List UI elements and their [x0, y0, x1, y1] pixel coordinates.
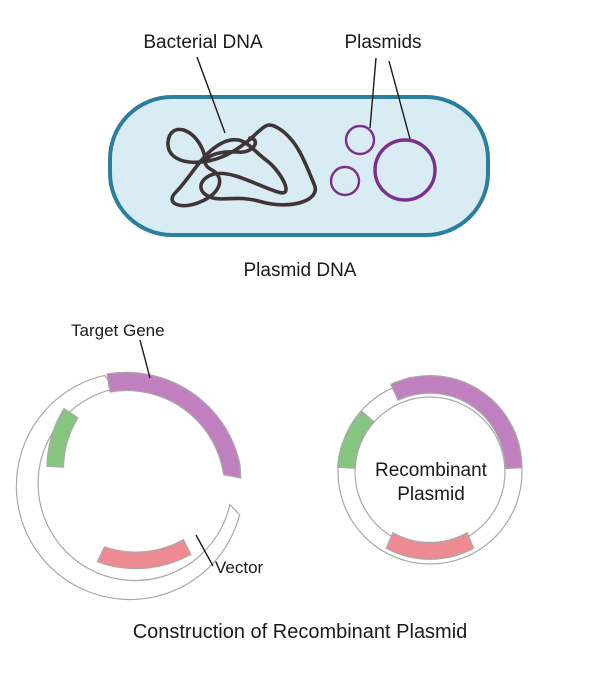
- vector-label: Vector: [215, 558, 264, 577]
- plasmid-dna-caption: Plasmid DNA: [244, 260, 357, 281]
- recombinant-green-segment: [336, 410, 375, 469]
- plasmid-small-top: [344, 124, 376, 156]
- recombinant-pink-segment: [385, 531, 475, 560]
- plasmid-small-bottom: [329, 165, 361, 197]
- bacterial-cell-group: Bacterial DNA Plasmids Plasmid DNA: [108, 32, 490, 281]
- recombinant-label-line1: Recombinant: [375, 460, 488, 481]
- plasmids-leader-large: [388, 60, 411, 140]
- plasmid-large: [373, 138, 437, 202]
- bacterial-dna-label: Bacterial DNA: [143, 32, 263, 53]
- recombinant-plasmid-group: Recombinant Plasmid: [336, 374, 523, 565]
- bacterial-dna-leader: [196, 56, 226, 134]
- bacterial-cell: [108, 95, 490, 237]
- vector-assembly-group: Target Gene Vector: [15, 321, 264, 601]
- target-gene-label: Target Gene: [71, 321, 165, 340]
- plasmids-leader-small: [369, 57, 377, 129]
- bacterial-dna-strand: [166, 123, 318, 208]
- recombinant-label-line2: Plasmid: [397, 484, 465, 505]
- plasmids-label: Plasmids: [344, 32, 421, 53]
- target-gene-leader: [139, 339, 151, 379]
- recombinant-target-gene-segment: [390, 374, 523, 470]
- construction-caption: Construction of Recombinant Plasmid: [133, 621, 468, 643]
- vector-ring: [15, 374, 241, 601]
- vector-green-segment: [46, 407, 79, 468]
- target-gene-insert: [106, 371, 242, 479]
- vector-leader: [195, 534, 214, 567]
- vector-pink-segment: [96, 538, 192, 570]
